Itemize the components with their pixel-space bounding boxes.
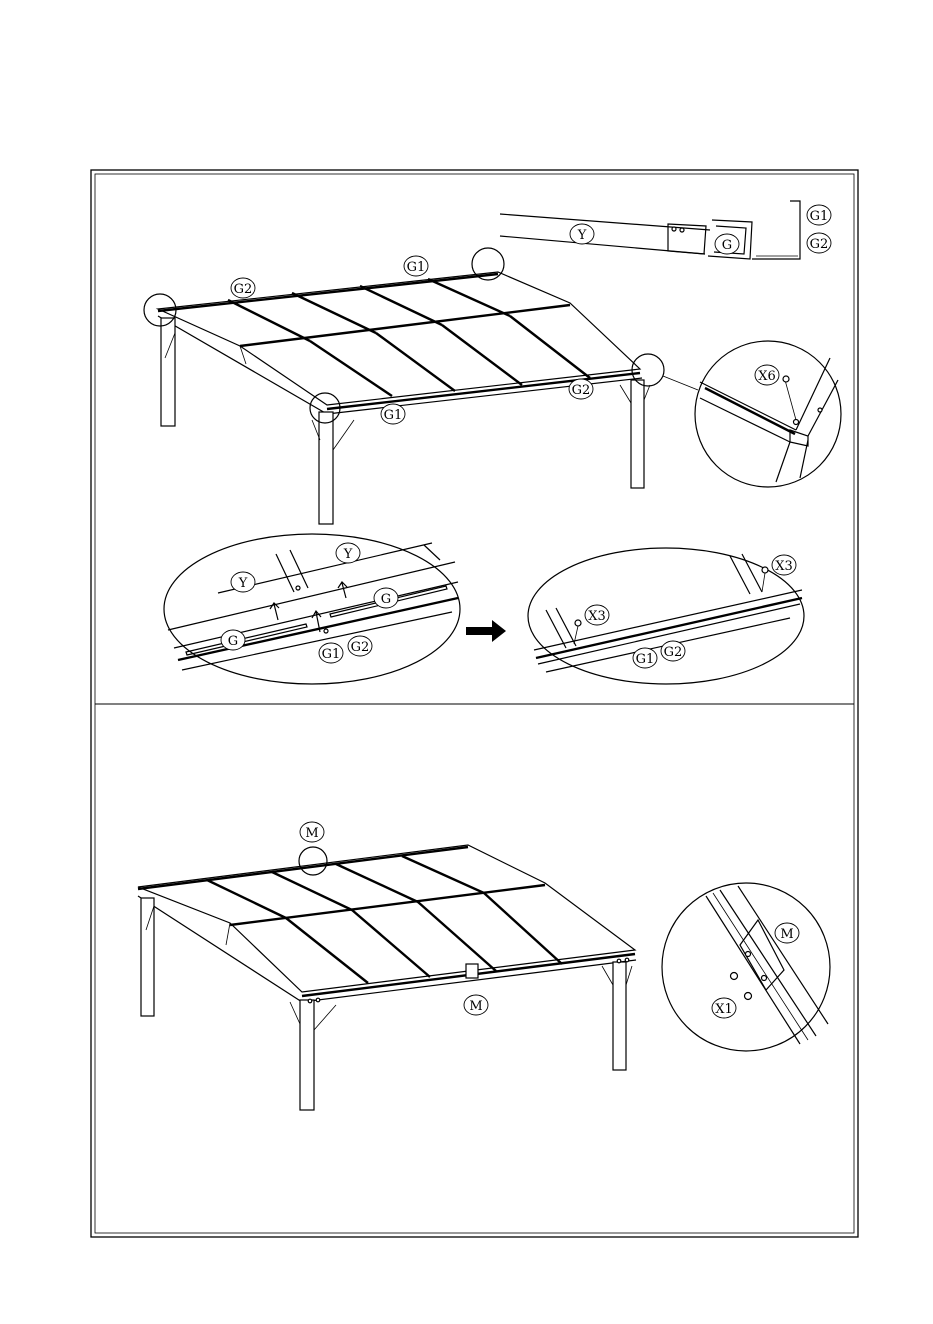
label-x3-right: X3 — [775, 559, 793, 574]
label-g: G — [722, 238, 732, 253]
profile-detail: Y G G1 G2 — [500, 201, 831, 259]
pergola-main-view-step2: M M — [138, 822, 636, 1110]
label-g1: G1 — [322, 647, 341, 662]
label-g2: G2 — [810, 237, 829, 252]
label-y-left: Y — [238, 576, 248, 591]
step1-panel: Y G G1 G2 — [144, 201, 841, 684]
bracket-detail: M X1 — [662, 883, 830, 1051]
label-g1: G1 — [810, 209, 829, 224]
label-g-right: G — [381, 592, 391, 607]
label-g2: G2 — [664, 645, 683, 660]
fixed-detail: X3 X3 G1 G2 — [528, 548, 804, 684]
label-x3-left: X3 — [588, 609, 606, 624]
label-m: M — [780, 927, 793, 942]
label-g1: G1 — [636, 652, 655, 667]
label-y: Y — [577, 228, 587, 243]
label-g1-front: G1 — [384, 408, 403, 423]
label-x1: X1 — [715, 1002, 733, 1017]
label-g2-front: G2 — [572, 383, 591, 398]
pergola-main-view: G2 G1 G2 G1 — [144, 248, 698, 524]
label-y-top: Y — [343, 547, 353, 562]
insert-detail: Y Y G G G1 G2 — [164, 534, 460, 684]
step2-panel: M M M X1 — [138, 822, 830, 1110]
label-g2: G2 — [351, 640, 370, 655]
label-x6: X6 — [758, 369, 776, 384]
label-m-front: M — [469, 999, 482, 1014]
label-g-left: G — [228, 634, 238, 649]
corner-detail: X6 — [695, 341, 841, 487]
direction-arrow — [466, 620, 506, 642]
label-m-top: M — [305, 826, 318, 841]
label-g2-left: G2 — [234, 282, 253, 297]
label-g1-top: G1 — [407, 260, 426, 275]
